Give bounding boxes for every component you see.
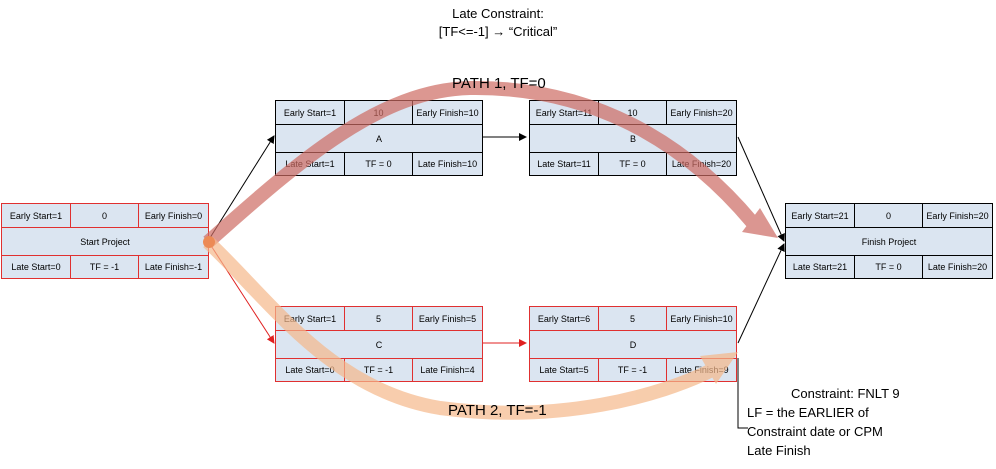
duration: 10 (345, 101, 413, 124)
constraint-callout-line (737, 358, 748, 429)
constraint-note-line-2: LF = the EARLIER of (747, 405, 869, 420)
activity-name: A (375, 133, 382, 144)
late-finish: Late Finish=20 (671, 159, 732, 169)
path-1-label: PATH 1, TF=0 (452, 75, 546, 92)
duration: 5 (599, 307, 667, 330)
late-start: Late Start=1 (276, 153, 345, 175)
early-start: Early Start=21 (786, 204, 855, 227)
early-finish: Early Finish=0 (144, 210, 203, 221)
connector-start-c (207, 240, 275, 344)
early-start: Early Start=6 (530, 307, 599, 330)
late-start: Late Start=5 (530, 359, 599, 381)
late-finish: Late Finish=4 (420, 365, 475, 375)
late-start: Late Start=0 (276, 359, 345, 381)
total-float: TF = 0 (345, 153, 413, 175)
constraint-note: Constraint: FNLT 9 LF = the EARLIER of C… (747, 384, 900, 460)
constraint-note-line-3: Constraint date or CPM (747, 424, 883, 439)
early-finish: Early Finish=20 (670, 107, 733, 118)
connector-start-a (207, 135, 275, 242)
total-float: TF = -1 (599, 359, 667, 381)
late-start: Late Start=0 (2, 256, 71, 278)
path-2-label: PATH 2, TF=-1 (448, 402, 547, 419)
duration: 10 (599, 101, 667, 124)
early-start: Early Start=1 (2, 204, 71, 227)
early-finish: Early Finish=5 (418, 313, 477, 324)
connector-b-finish (737, 136, 785, 242)
late-finish: Late Finish=20 (927, 262, 988, 272)
late-start: Late Start=11 (530, 153, 599, 175)
total-float: TF = 0 (855, 256, 923, 278)
early-start: Early Start=11 (530, 101, 599, 124)
early-start: Early Start=1 (276, 307, 345, 330)
late-finish: Late Finish=10 (417, 159, 478, 169)
early-finish: Early Finish=20 (926, 210, 989, 221)
early-finish: Early Finish=10 (670, 313, 733, 324)
duration: 0 (71, 204, 139, 227)
total-float: TF = 0 (599, 153, 667, 175)
title-line-1: Late Constraint: (452, 6, 544, 21)
connector-d-finish (737, 243, 785, 344)
activity-name: B (629, 133, 636, 144)
duration: 5 (345, 307, 413, 330)
late-finish: Late Finish=-1 (144, 262, 203, 272)
activity-name: Finish Project (861, 236, 917, 247)
constraint-note-line-4: Late Finish (747, 443, 811, 458)
late-finish: Late Finish=9 (674, 365, 729, 375)
early-finish: Early Finish=10 (416, 107, 479, 118)
activity-name: C (375, 339, 383, 350)
total-float: TF = -1 (71, 256, 139, 278)
duration: 0 (855, 204, 923, 227)
title-line-2: [TF<=-1] → “Critical” (438, 24, 558, 39)
constraint-note-line-1: Constraint: FNLT 9 (791, 386, 900, 401)
activity-name: D (629, 339, 637, 350)
early-start: Early Start=1 (276, 101, 345, 124)
total-float: TF = -1 (345, 359, 413, 381)
late-start: Late Start=21 (786, 256, 855, 278)
activity-name: Start Project (80, 236, 130, 247)
